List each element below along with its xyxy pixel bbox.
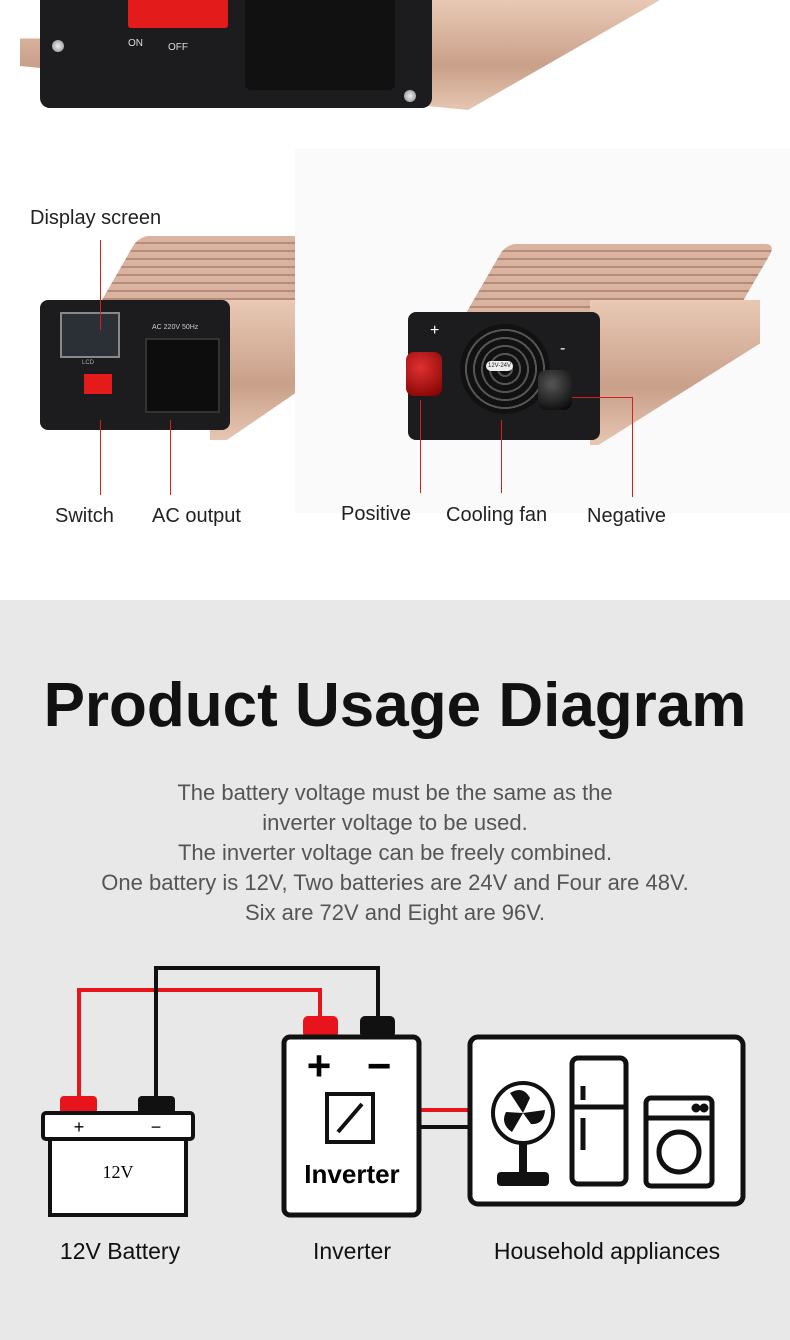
inverter-minus: − bbox=[367, 1042, 392, 1089]
positive-terminal bbox=[406, 352, 442, 396]
label-positive: Positive bbox=[341, 503, 412, 525]
desc-line: The inverter voltage can be freely combi… bbox=[177, 840, 613, 865]
lcd-label: LCD bbox=[82, 360, 95, 366]
battery-minus: − bbox=[151, 1117, 162, 1137]
appliances-icon bbox=[467, 1034, 746, 1207]
inverter-label: Inverter bbox=[304, 1159, 399, 1189]
power-switch bbox=[128, 0, 228, 28]
positive-wire bbox=[77, 988, 322, 1097]
label-switch: Switch bbox=[55, 505, 114, 527]
page-title: Product Usage Diagram bbox=[43, 671, 747, 740]
switch-off-label: OFF bbox=[168, 42, 188, 53]
fan-label: 12V-24V bbox=[486, 361, 514, 371]
ac-outlet bbox=[145, 338, 220, 413]
battery-caption: 12V Battery bbox=[59, 1238, 181, 1264]
plus-mark: + bbox=[430, 322, 440, 339]
product-photos: ON OFF LCD AC 220V 50Hz Display screen S… bbox=[0, 0, 790, 600]
desc-line: Six are 72V and Eight are 96V. bbox=[244, 900, 546, 925]
usage-description: The battery voltage must be the same as … bbox=[0, 778, 790, 928]
back-inverter-panel: + - 12V-24V bbox=[406, 312, 600, 440]
battery-plus: + bbox=[74, 1117, 85, 1137]
ac-rating-label: AC 220V 50Hz bbox=[152, 324, 199, 331]
label-ac-output: AC output bbox=[152, 505, 241, 527]
label-cooling-fan: Cooling fan bbox=[446, 504, 548, 526]
front-switch bbox=[84, 374, 112, 394]
label-display-screen: Display screen bbox=[30, 207, 162, 229]
inverter-top-panel: ON OFF bbox=[40, 0, 432, 108]
inverter-caption: Inverter bbox=[313, 1238, 391, 1264]
battery-voltage: 12V bbox=[103, 1162, 134, 1182]
label-negative: Negative bbox=[587, 505, 666, 527]
fan-icon bbox=[491, 1081, 555, 1186]
desc-line: inverter voltage to be used. bbox=[262, 810, 528, 835]
switch-on-label: ON bbox=[128, 38, 143, 49]
outlet bbox=[245, 0, 395, 90]
negative-terminal bbox=[538, 370, 572, 410]
washing-machine-icon bbox=[643, 1095, 715, 1189]
negative-wire bbox=[154, 966, 380, 1097]
inverter-icon: + − Inverter bbox=[281, 1016, 422, 1218]
desc-line: The battery voltage must be the same as … bbox=[177, 780, 613, 805]
battery-icon: + − 12V bbox=[41, 1096, 195, 1217]
front-inverter-panel: LCD AC 220V 50Hz bbox=[40, 300, 230, 430]
cooling-fan: 12V-24V bbox=[460, 324, 550, 414]
lcd-display bbox=[60, 312, 120, 358]
fridge-icon bbox=[569, 1055, 629, 1187]
minus-mark: - bbox=[560, 340, 566, 357]
appliances-caption: Household appliances bbox=[493, 1238, 721, 1264]
desc-line: One battery is 12V, Two batteries are 24… bbox=[101, 870, 689, 895]
inverter-plus: + bbox=[307, 1042, 332, 1089]
